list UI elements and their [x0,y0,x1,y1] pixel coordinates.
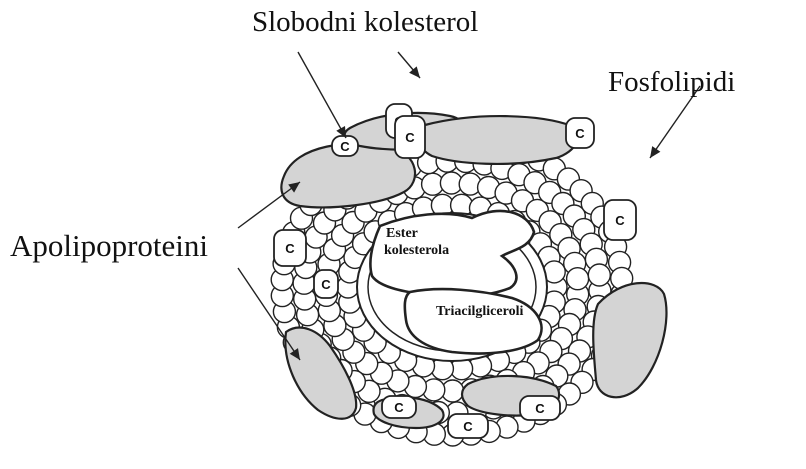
cholesterol-marker: C [321,277,331,292]
cholesterol-marker: C [405,130,415,145]
label-free-cholesterol: Slobodni kolesterol [252,6,478,39]
cholesterol-marker: C [463,419,473,434]
cholesterol-marker: C [394,400,404,415]
pointer-line [298,52,346,138]
free-cholesterol: C [314,270,338,298]
label-apolipoproteins: Apolipoproteini [10,228,208,264]
free-cholesterol: C [395,116,425,158]
free-cholesterol: C [448,414,488,438]
label-cholesterol-ester-line2: kolesterola [384,243,449,259]
cholesterol-marker: C [285,241,295,256]
phospholipid-head [567,268,589,290]
arrowhead [650,146,660,158]
free-cholesterol: C [382,396,416,418]
free-cholesterol: C [274,230,306,266]
label-cholesterol-ester-line1: Ester [386,226,418,242]
free-cholesterol: C [332,136,358,156]
apolipoprotein [418,116,578,164]
cholesterol-marker: C [575,126,585,141]
label-triacylglycerols: Triacilgliceroli [436,304,523,320]
free-cholesterol: C [520,396,560,420]
label-phospholipids: Fosfolipidi [608,66,735,99]
arrowhead [409,66,420,78]
apolipoprotein [593,283,666,397]
cholesterol-marker: C [535,401,545,416]
cholesterol-marker: C [615,213,625,228]
phospholipid-head [588,264,610,286]
cholesterol-marker: C [340,139,350,154]
free-cholesterol: C [566,118,594,148]
free-cholesterol: C [604,200,636,240]
